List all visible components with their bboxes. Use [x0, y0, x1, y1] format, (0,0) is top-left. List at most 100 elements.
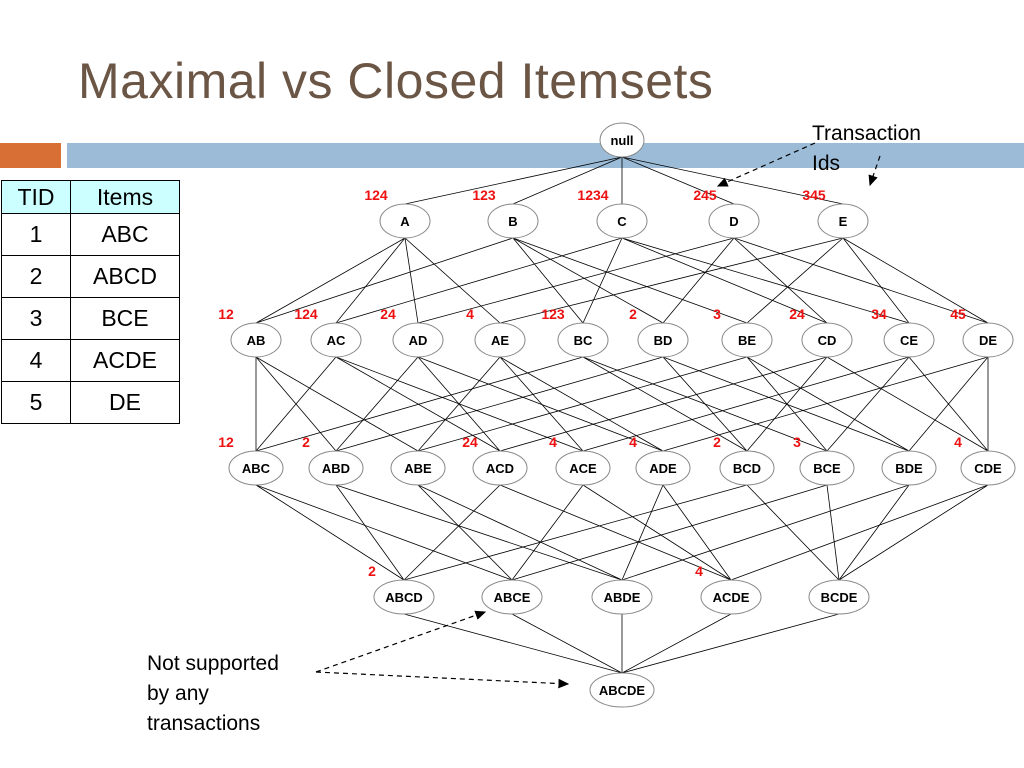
lattice-node-ae: AE4 — [466, 306, 526, 358]
lattice-edge-abe-abce — [417, 484, 513, 581]
lattice-edge-abe-abde — [417, 484, 623, 581]
lattice-edges — [255, 156, 989, 674]
lattice-edge-ad-abd — [335, 356, 419, 452]
lattice-node-null: null — [599, 122, 645, 158]
tid-label: 4 — [954, 434, 962, 450]
node-ellipse — [373, 579, 435, 615]
node-label: CDE — [974, 461, 1002, 476]
lattice-node-bde: BDE — [881, 450, 937, 486]
node-label: BCE — [813, 461, 841, 476]
lattice-node-abcde: ABCDE — [589, 672, 655, 708]
node-label: ABCD — [385, 590, 423, 605]
not-supported-arrow-1 — [315, 610, 487, 673]
node-label: ABCE — [494, 590, 531, 605]
lattice-node-be: BE3 — [713, 306, 773, 358]
node-label: ACD — [486, 461, 514, 476]
lattice-edge-ae-ace — [499, 356, 584, 452]
lattice-edge-abd-abcd — [335, 484, 405, 581]
node-label: BD — [654, 333, 673, 348]
transaction-table: TID Items 1 ABC 2 ABCD 3 BCE 4 ACDE 5 DE — [1, 180, 180, 424]
node-label: AE — [491, 333, 509, 348]
tid-label: 24 — [789, 306, 805, 322]
tid-label: 123 — [541, 306, 565, 322]
node-label: AB — [247, 333, 266, 348]
node-ellipse — [308, 450, 364, 486]
node-ellipse — [962, 322, 1014, 358]
lattice-node-abcd: ABCD 2 — [368, 563, 435, 615]
lattice-edge-be-abe — [417, 356, 748, 452]
node-ellipse — [557, 322, 609, 358]
lattice-edge-ace-acde — [582, 484, 732, 581]
not-supported-label-line1: Not supported — [147, 652, 279, 675]
tid-label: 24 — [380, 306, 396, 322]
lattice-edge-b-bd — [512, 237, 664, 324]
node-ellipse — [719, 450, 775, 486]
lattice-edge-a-ac — [335, 237, 406, 324]
table-cell-tid: 2 — [1, 255, 71, 298]
lattice-edge-ade-acde — [662, 484, 732, 581]
node-label: null — [610, 133, 633, 148]
node-label: A — [400, 214, 410, 229]
node-label: ADE — [649, 461, 677, 476]
accent-bar-blue — [67, 143, 1024, 168]
node-ellipse — [310, 322, 362, 358]
transaction-ids-label-line1: Transaction — [812, 122, 921, 145]
lattice-node-abde: ABDE — [591, 579, 653, 615]
lattice-edge-de-ade — [662, 356, 989, 452]
lattice-edge-cde-bcde — [838, 484, 989, 581]
lattice-edge-d-bd — [662, 237, 735, 324]
lattice-edge-b-be — [512, 237, 748, 324]
tid-label: 3 — [793, 434, 801, 450]
lattice-edge-null-b — [512, 156, 623, 205]
lattice-edge-a-ab — [255, 237, 406, 324]
not-supported-label-line3: transactions — [147, 712, 260, 735]
node-ellipse — [390, 450, 446, 486]
lattice-edge-ce-ace — [582, 356, 910, 452]
slide-title: Maximal vs Closed Itemsets — [78, 53, 714, 109]
tid-label: 345 — [802, 187, 826, 203]
lattice-edge-bcd-bcde — [746, 484, 840, 581]
tid-label: 4 — [549, 434, 557, 450]
node-ellipse — [708, 203, 760, 239]
tid-label: 245 — [693, 187, 717, 203]
node-label: BDE — [895, 461, 923, 476]
node-label: C — [617, 214, 627, 229]
lattice-edge-bce-bcde — [826, 484, 840, 581]
lattice-edge-abd-abde — [335, 484, 623, 581]
node-ellipse — [801, 322, 853, 358]
tid-label: 1234 — [577, 187, 608, 203]
lattice-node-bce: BCE 3 — [793, 434, 855, 486]
lattice-edge-ade-abde — [621, 484, 664, 581]
node-ellipse — [700, 579, 762, 615]
tid-label: 45 — [950, 306, 966, 322]
table-cell-items: ABC — [70, 213, 180, 256]
node-label: ACDE — [713, 590, 750, 605]
lattice-nodes: nullA124B123C1234D245E345AB12AC124AD24AE… — [218, 122, 1016, 708]
node-label: ABCDE — [599, 683, 646, 698]
lattice-edge-abce-abcde — [511, 613, 623, 674]
node-ellipse — [881, 450, 937, 486]
lattice-edge-be-bde — [746, 356, 910, 452]
lattice-edge-null-e — [621, 156, 844, 205]
node-ellipse — [589, 672, 655, 708]
node-label: D — [729, 214, 738, 229]
node-ellipse — [472, 450, 528, 486]
table-cell-items: ABCD — [70, 255, 180, 298]
tid-label: 2 — [713, 434, 721, 450]
lattice-edge-abcd-abcde — [403, 613, 623, 674]
node-ellipse — [596, 203, 648, 239]
tid-label: 123 — [472, 187, 496, 203]
node-label: ABC — [242, 461, 271, 476]
table-row: 4 ACDE — [1, 339, 180, 382]
node-label: CE — [900, 333, 918, 348]
node-ellipse — [817, 203, 869, 239]
tid-label: 2 — [368, 563, 376, 579]
node-label: E — [839, 214, 848, 229]
